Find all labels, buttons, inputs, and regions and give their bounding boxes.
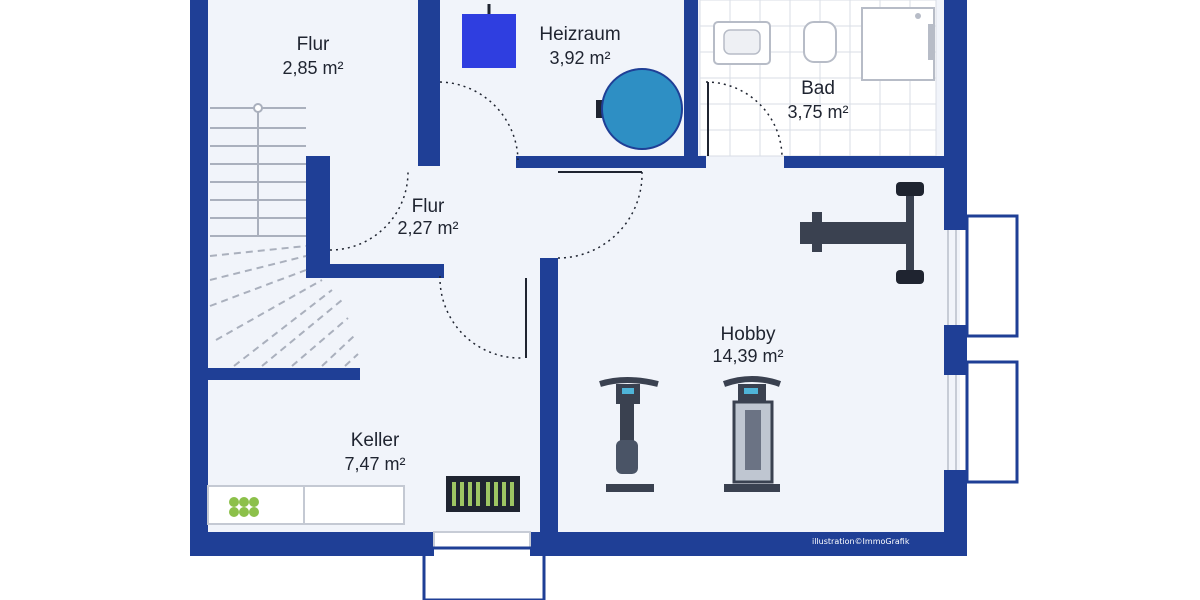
door-leaves — [525, 82, 709, 358]
boiler-unit — [462, 4, 516, 68]
room-name-hobby: Hobby — [721, 324, 776, 345]
exercise-bike-left — [599, 377, 659, 492]
door-swings — [329, 81, 783, 359]
room-area-flur-top: 2,85 m² — [282, 58, 343, 78]
room-area-heizraum: 3,92 m² — [549, 48, 610, 68]
room-name-heizraum: Heizraum — [539, 24, 620, 45]
outer-walls — [190, 0, 967, 556]
illustration-credit: illustration©ImmoGrafik — [812, 537, 910, 546]
room-area-bad: 3,75 m² — [787, 102, 848, 122]
toilet — [803, 21, 837, 63]
room-name-flur-top: Flur — [297, 34, 330, 55]
exercise-bike-right — [722, 376, 782, 492]
bottle-crates — [446, 476, 520, 512]
interior-walls — [208, 0, 948, 548]
room-area-keller: 7,47 m² — [344, 454, 405, 474]
shower — [861, 7, 935, 81]
staircase — [209, 103, 359, 367]
water-tank — [596, 68, 683, 150]
room-area-flur-mid: 2,27 m² — [397, 218, 458, 238]
window-frames — [947, 214, 1019, 484]
room-name-flur-mid: Flur — [412, 196, 445, 217]
room-name-keller: Keller — [351, 430, 400, 451]
room-name-bad: Bad — [801, 78, 835, 99]
keller-shelf — [207, 485, 405, 525]
room-area-hobby: 14,39 m² — [712, 346, 783, 366]
washbasin — [713, 21, 771, 65]
bottom-entry — [422, 531, 546, 600]
room-labels: Flur 2,85 m² Heizraum 3,92 m² Bad 3,75 m… — [282, 24, 848, 474]
weight-bench — [800, 182, 924, 284]
